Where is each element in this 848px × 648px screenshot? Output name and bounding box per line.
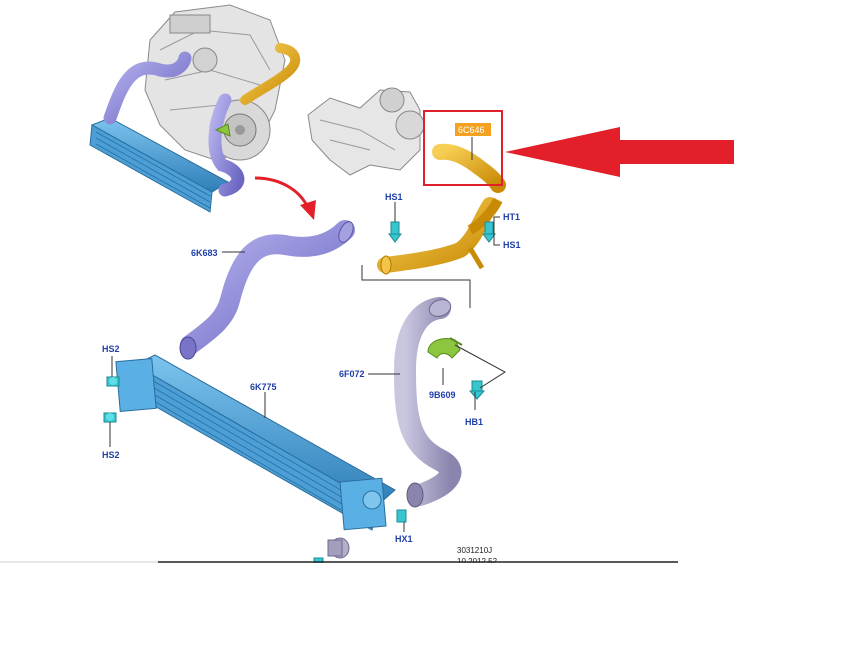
fastener-hx1-icon <box>396 509 407 523</box>
intercooler-top-view <box>89 117 229 213</box>
label-hs1: HS1 <box>385 192 403 202</box>
upper-hose-6k683 <box>180 220 355 355</box>
highlight-box <box>423 110 503 186</box>
upper-hose-top-view <box>103 51 192 125</box>
green-clip-top-view <box>214 123 231 137</box>
label-hs2-top: HS2 <box>102 344 120 354</box>
label-6k683: 6K683 <box>191 248 218 258</box>
label-6k775: 6K775 <box>250 382 277 392</box>
highlighted-part-label: 6C646 <box>458 125 485 135</box>
fastener-hb1-icon <box>468 380 486 400</box>
lower-hose-top-view <box>208 93 245 197</box>
label-ht1: HT1 <box>503 212 520 222</box>
fastener-hs2-top-icon <box>106 376 120 387</box>
clip-9b609 <box>427 337 463 359</box>
label-hb1: HB1 <box>465 417 483 427</box>
intercooler-6k775 <box>115 354 396 531</box>
highlighted-part-tag <box>455 123 491 136</box>
label-hs1-b: HS1 <box>503 240 521 250</box>
label-hs2-bottom: HS2 <box>102 450 120 460</box>
label-6f072: 6F072 <box>339 369 365 379</box>
drawing-number: 3031210J <box>457 546 492 555</box>
big-red-arrow-icon <box>505 127 734 177</box>
label-hx1: HX1 <box>395 534 413 544</box>
label-9b609: 9B609 <box>429 390 456 400</box>
plug-part <box>327 537 350 559</box>
lower-hose-6f072 <box>393 297 462 506</box>
transition-arrow-icon <box>254 176 316 220</box>
charge-air-pipe-orange <box>377 143 506 275</box>
fastener-ht1-icon <box>482 221 496 243</box>
turbocharger <box>307 87 425 176</box>
orange-pipe-top-view <box>240 43 301 105</box>
fastener-hs2-bottom-icon <box>103 412 117 423</box>
fastener-hs1-icon <box>388 221 402 243</box>
